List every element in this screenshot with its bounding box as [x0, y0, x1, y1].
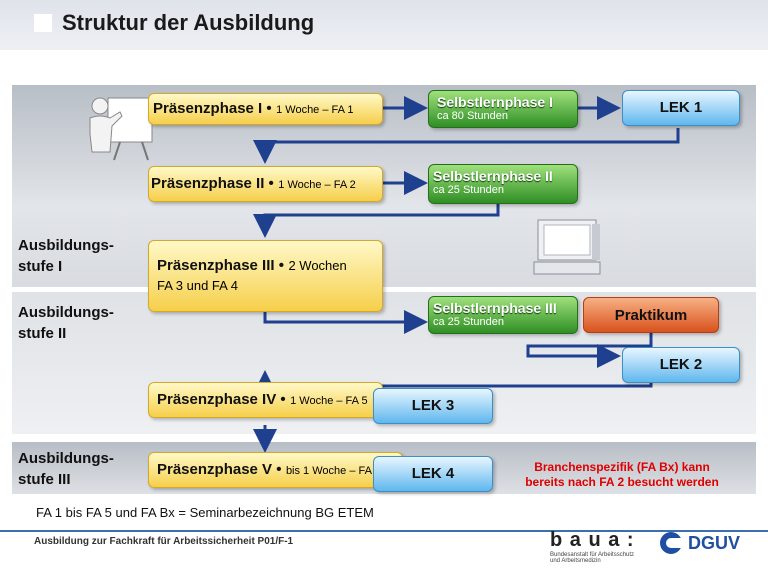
seminar-definition: FA 1 bis FA 5 und FA Bx = Seminarbezeich… [36, 505, 374, 520]
selbstlernphase-2-box: Selbstlernphase II ca 25 Stunden [428, 164, 578, 204]
selbstlernphase-2-sub: ca 25 Stunden [433, 184, 504, 196]
stage-label-3-line1: Ausbildungs- [18, 450, 114, 467]
dguv-logo: DGUV [658, 530, 758, 556]
praktikum-label: Praktikum [614, 307, 688, 324]
praesenzphase-3-sub2: FA 3 und FA 4 [157, 278, 238, 293]
stage-label-2-line1: Ausbildungs- [18, 304, 114, 321]
praesenzphase-2-title: Präsenzphase II • [151, 175, 274, 192]
lek-3-box: LEK 3 [373, 388, 493, 424]
stage-label-2: Ausbildungs- stufe II [18, 302, 114, 344]
praesenzphase-5-sub: bis 1 Woche – FA Bx [285, 465, 388, 477]
computer-icon [533, 219, 601, 275]
footer-divider [0, 530, 768, 532]
lek-1-box: LEK 1 [622, 90, 740, 126]
lek-3-label: LEK 3 [411, 397, 455, 414]
praesenzphase-4-title: Präsenzphase IV • [157, 391, 286, 408]
praesenzphase-3-sub: 2 Wochen [288, 258, 347, 273]
footer-text: Ausbildung zur Fachkraft für Arbeitssich… [34, 536, 294, 547]
dguv-logo-mark-icon [660, 532, 685, 554]
praesenzphase-3-title: Präsenzphase III • [157, 257, 284, 274]
baua-logo-sub2: und Arbeitsmedizin [550, 558, 601, 564]
praesenzphase-4-sub: 1 Woche – FA 5 [290, 395, 368, 407]
page-title: Struktur der Ausbildung [62, 10, 315, 35]
arrow-s2-p3 [253, 204, 500, 238]
stage-label-3-line2: stufe III [18, 471, 71, 488]
note-line-1: Branchenspezifik (FA Bx) kann [534, 460, 710, 474]
praktikum-box: Praktikum [583, 297, 719, 333]
header-square-icon [34, 14, 52, 32]
baua-logo-sub1: Bundesanstalt für Arbeitsschutz [550, 552, 635, 558]
lek-2-box: LEK 2 [622, 347, 740, 383]
praesenzphase-5-title: Präsenzphase V • [157, 461, 282, 478]
branchenspezifik-note: Branchenspezifik (FA Bx) kann bereits na… [512, 460, 732, 490]
selbstlernphase-1-sub: ca 80 Stunden [437, 110, 508, 122]
stage-label-3: Ausbildungs- stufe III [18, 448, 114, 490]
arrow-lek2-p4 [253, 370, 653, 394]
praesenzphase-5-box: Präsenzphase V • bis 1 Woche – FA Bx [148, 452, 403, 488]
selbstlernphase-3-sub: ca 25 Stunden [433, 316, 504, 328]
arrow-p3-s3 [263, 310, 428, 334]
lek-2-label: LEK 2 [659, 356, 703, 373]
lek-1-label: LEK 1 [659, 99, 703, 116]
selbstlernphase-3-title: Selbstlernphase III [433, 300, 557, 316]
stage-label-2-line2: stufe II [18, 325, 67, 342]
selbstlernphase-3-box: Selbstlernphase III ca 25 Stunden [428, 296, 578, 334]
praesenzphase-1-sub: 1 Woche – FA 1 [276, 104, 354, 116]
stage-label-1: Ausbildungs- stufe I [18, 235, 114, 277]
baua-logo-text: b a u a : [550, 529, 635, 551]
lek-4-box: LEK 4 [373, 456, 493, 492]
praesenzphase-1-title: Präsenzphase I • [153, 100, 272, 117]
stage-label-1-line1: Ausbildungs- [18, 237, 114, 254]
baua-logo: b a u a : Bundesanstalt für Arbeitsschut… [550, 529, 650, 564]
arrow-prak-lek2 [526, 333, 653, 368]
note-line-2: bereits nach FA 2 besucht werden [525, 475, 719, 489]
selbstlernphase-1-title: Selbstlernphase I [437, 94, 553, 110]
header-bar [0, 0, 768, 50]
praesenzphase-3-box: Präsenzphase III • 2 Wochen FA 3 und FA … [148, 240, 383, 312]
dguv-logo-text: DGUV [688, 533, 741, 553]
praesenzphase-2-sub: 1 Woche – FA 2 [278, 179, 356, 191]
praesenzphase-2-box: Präsenzphase II • 1 Woche – FA 2 [148, 166, 383, 202]
praesenzphase-1-box: Präsenzphase I • 1 Woche – FA 1 [148, 93, 383, 125]
lek-4-label: LEK 4 [411, 465, 455, 482]
arrow-lek1-p2 [253, 128, 680, 164]
selbstlernphase-2-title: Selbstlernphase II [433, 168, 553, 184]
praesenzphase-4-box: Präsenzphase IV • 1 Woche – FA 5 [148, 382, 383, 418]
presenter-icon [89, 97, 153, 161]
stage-label-1-line2: stufe I [18, 258, 63, 275]
selbstlernphase-1-box: Selbstlernphase I ca 80 Stunden [428, 90, 578, 128]
